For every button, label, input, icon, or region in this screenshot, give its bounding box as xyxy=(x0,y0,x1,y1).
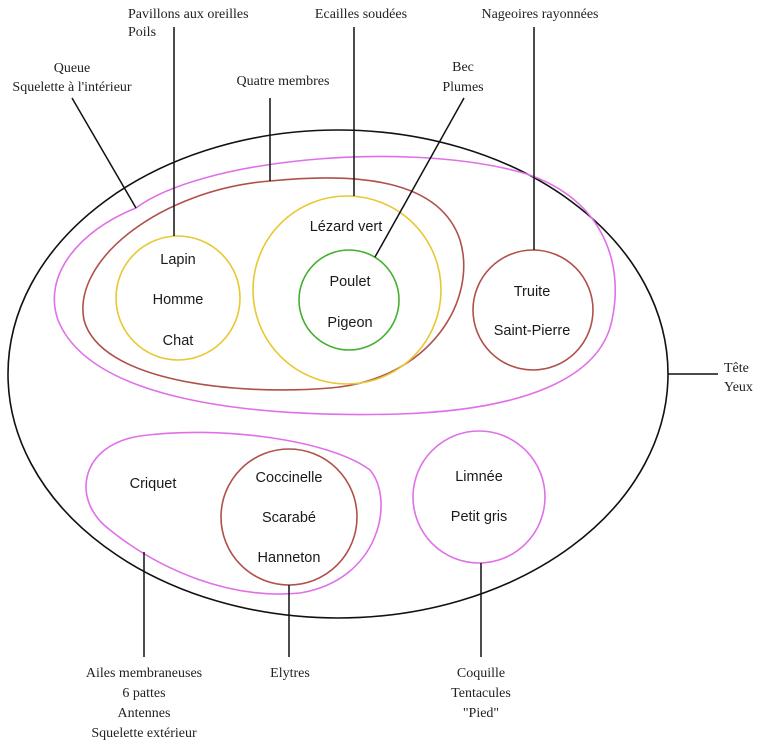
label-6-pattes: 6 pattes xyxy=(122,686,165,701)
species-saint-pierre: Saint-Pierre xyxy=(494,323,571,339)
leader-vertebrate xyxy=(71,97,137,209)
species-lezard-vert: Lézard vert xyxy=(310,219,383,235)
outer-set-all-animals xyxy=(7,129,669,619)
label-tentacules: Tentacules xyxy=(451,686,511,701)
label-queue: Queue xyxy=(54,61,91,76)
label-squelette-interieur: Squelette à l'intérieur xyxy=(12,80,131,95)
label-nageoires: Nageoires rayonnées xyxy=(481,7,598,22)
label-elytres: Elytres xyxy=(270,666,310,681)
leader-bird xyxy=(374,97,465,258)
species-poulet: Poulet xyxy=(329,274,370,290)
label-squelette-exterieur: Squelette extérieur xyxy=(91,726,197,741)
label-antennes: Antennes xyxy=(118,706,171,721)
species-lapin: Lapin xyxy=(160,252,195,268)
set-vertebrates xyxy=(53,155,616,416)
set-birds xyxy=(298,249,400,351)
label-tete: Tête xyxy=(724,361,749,376)
label-ecailles: Ecailles soudées xyxy=(315,7,407,22)
species-scarabe: Scarabé xyxy=(262,510,316,526)
species-homme: Homme xyxy=(153,292,204,308)
species-pigeon: Pigeon xyxy=(327,315,372,331)
set-fused-scales xyxy=(252,195,442,385)
species-limnee: Limnée xyxy=(455,469,503,485)
species-criquet: Criquet xyxy=(130,476,177,492)
set-mammals xyxy=(115,235,241,361)
label-ailes: Ailes membraneuses xyxy=(86,666,202,681)
set-molluscs xyxy=(412,430,546,564)
set-four-limbs xyxy=(82,177,465,391)
label-quatre-membres: Quatre membres xyxy=(237,74,330,89)
label-poils: Poils xyxy=(128,25,156,40)
label-yeux: Yeux xyxy=(724,380,753,395)
species-coccinelle: Coccinelle xyxy=(256,470,323,486)
label-pied: "Pied" xyxy=(463,706,499,721)
set-fish xyxy=(472,249,594,371)
species-petit-gris: Petit gris xyxy=(451,509,507,525)
label-coquille: Coquille xyxy=(457,666,505,681)
label-bec: Bec xyxy=(452,60,474,75)
species-chat: Chat xyxy=(163,333,194,349)
label-plumes: Plumes xyxy=(442,80,483,95)
set-insects xyxy=(85,431,382,595)
species-truite: Truite xyxy=(514,284,551,300)
label-pavillons: Pavillons aux oreilles xyxy=(128,7,249,22)
species-hanneton: Hanneton xyxy=(258,550,321,566)
